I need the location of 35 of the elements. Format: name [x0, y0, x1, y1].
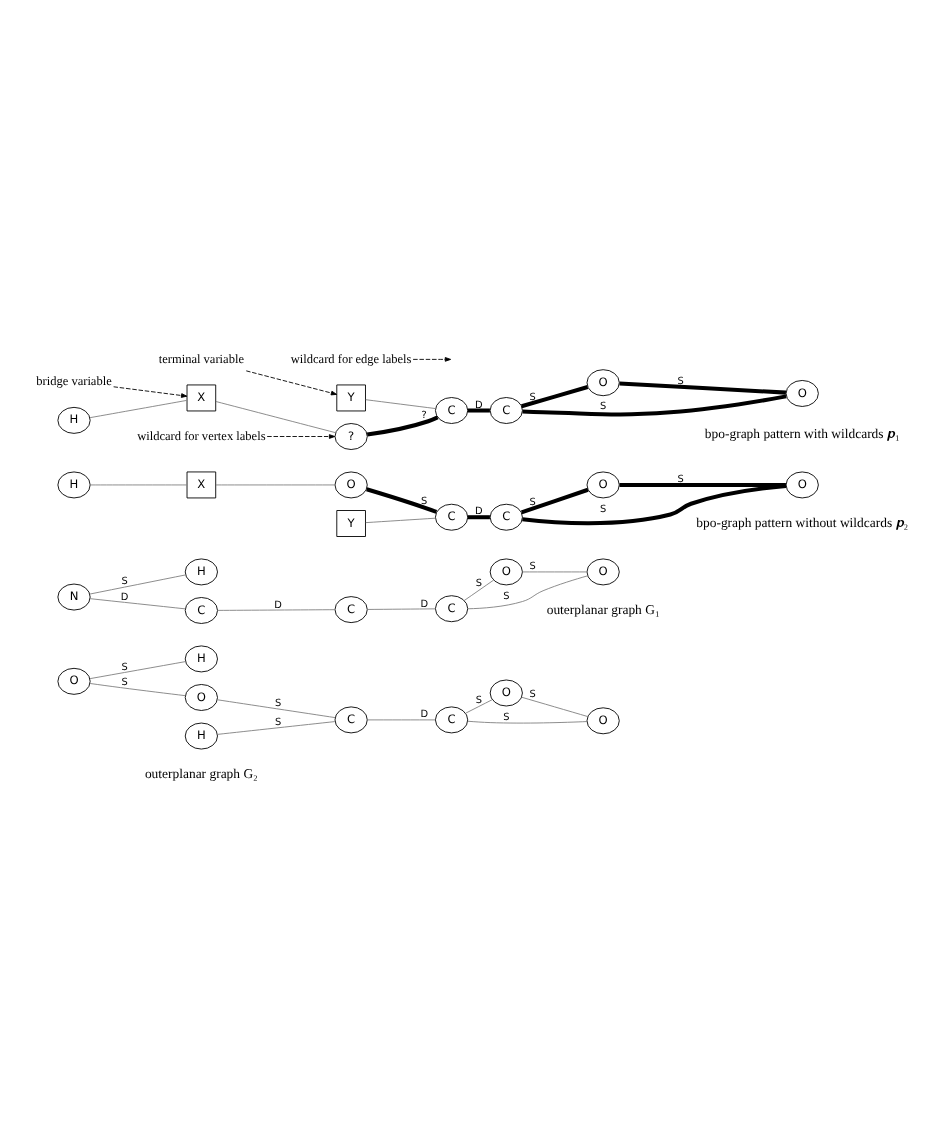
connector [522, 483, 787, 525]
connector [467, 407, 490, 412]
connector [216, 698, 336, 718]
connector [366, 414, 439, 436]
connector [463, 578, 495, 600]
arrow [266, 433, 336, 438]
connector [367, 607, 436, 609]
connector [89, 398, 188, 418]
arrow [245, 369, 338, 395]
connector [89, 483, 188, 485]
connector [520, 486, 589, 514]
connector [365, 398, 436, 408]
connector [522, 393, 787, 416]
connector [367, 718, 436, 720]
connector [217, 720, 336, 734]
connector [467, 719, 588, 723]
connector [619, 481, 786, 486]
connector [366, 486, 438, 513]
connector [89, 660, 186, 679]
connector [89, 682, 186, 696]
connector [215, 400, 336, 433]
connector [522, 570, 588, 572]
connector [215, 483, 336, 485]
connector [521, 695, 589, 716]
connector [89, 597, 186, 609]
arrow [113, 385, 188, 397]
connector [467, 574, 589, 609]
connector [467, 514, 490, 519]
arrow [412, 356, 452, 361]
connector [521, 384, 589, 408]
connector [89, 573, 187, 594]
connector [465, 698, 493, 713]
connector [619, 380, 787, 394]
connector [217, 608, 336, 610]
connector [365, 516, 436, 523]
